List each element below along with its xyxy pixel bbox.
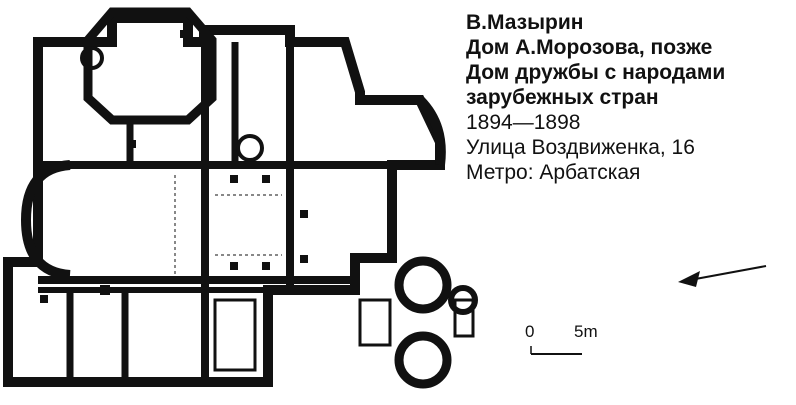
- architect-name: В.Мазырин: [466, 11, 584, 34]
- octagon-tower: [83, 7, 217, 125]
- spiral-stair: [80, 46, 104, 70]
- later-use-line-2: зарубежных стран: [466, 86, 659, 109]
- building-name: Дом А.Морозова, позже: [466, 36, 713, 59]
- construction-years: 1894—1898: [466, 111, 581, 134]
- staircase: [358, 298, 392, 347]
- scale-start-label: 0: [525, 322, 535, 341]
- scale-bar: [530, 346, 582, 355]
- staircase: [213, 298, 257, 372]
- staircase: [453, 298, 475, 338]
- round-tower: [448, 285, 478, 315]
- left-apse: [20, 160, 71, 280]
- street-address: Улица Воздвиженка, 16: [466, 136, 695, 159]
- round-tower: [394, 331, 452, 389]
- metro-station: Метро: Арбатская: [466, 161, 641, 184]
- plan-caption: В.Мазырин Дом А.Морозова, позже Дом друж…: [466, 10, 786, 185]
- right-bay: [360, 95, 446, 166]
- round-tower: [394, 256, 452, 314]
- north-arrow-icon: [678, 265, 767, 287]
- spiral-stair: [236, 134, 264, 162]
- later-use-line-1: Дом дружбы с народами: [466, 61, 726, 84]
- scale-end-label: 5m: [574, 322, 598, 341]
